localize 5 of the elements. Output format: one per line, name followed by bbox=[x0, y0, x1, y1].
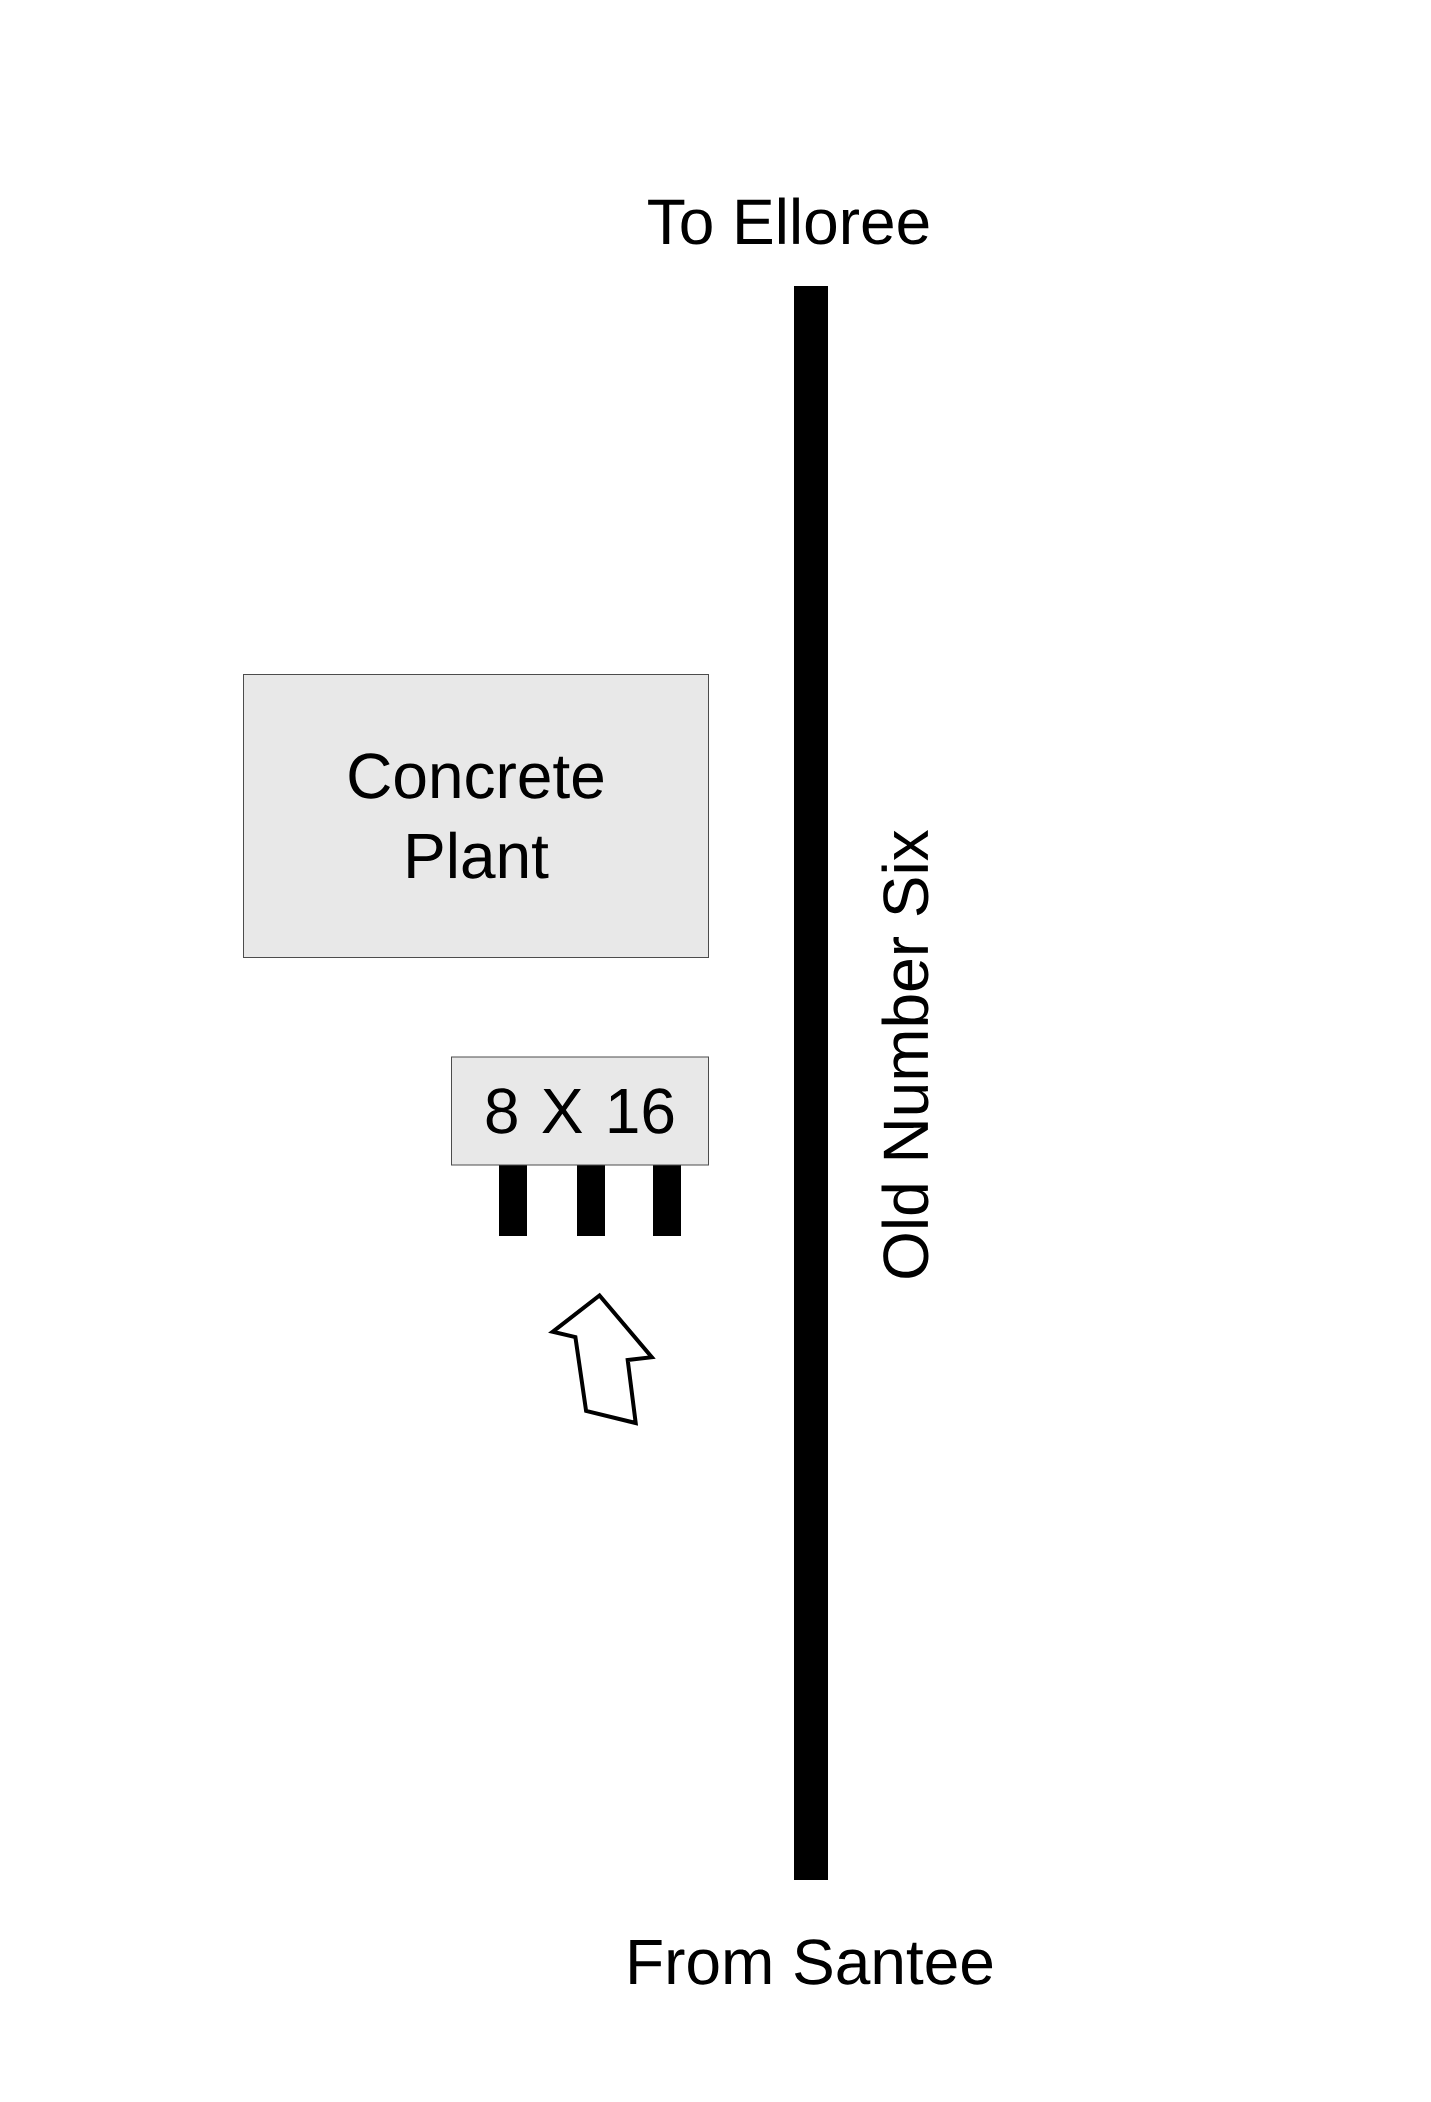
road-label: Old Number Six bbox=[881, 829, 929, 1278]
road-label: From Santee bbox=[630, 1939, 993, 1985]
building-box: Concrete Plant bbox=[243, 674, 709, 958]
building-box: 8 X 16 bbox=[451, 1056, 709, 1166]
road-label: To Elloree bbox=[648, 197, 929, 245]
